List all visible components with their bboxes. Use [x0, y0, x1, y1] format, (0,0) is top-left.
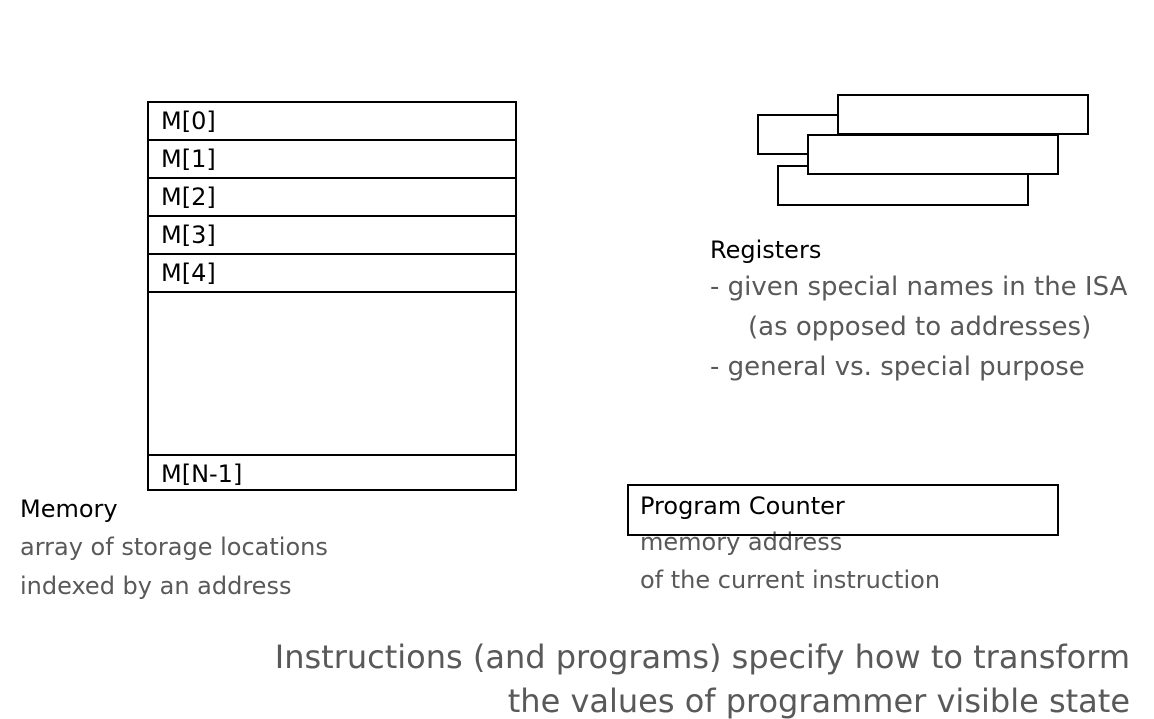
memory-cell: M[0] — [149, 103, 515, 141]
memory-cell: M[2] — [149, 179, 515, 217]
memory-cell: M[3] — [149, 217, 515, 255]
register-box — [837, 94, 1089, 135]
register-box — [807, 134, 1059, 175]
memory-array: M[0] M[1] M[2] M[3] M[4] M[N-1] — [147, 101, 517, 491]
statement-line: the values of programmer visible state — [507, 682, 1130, 719]
registers-note: - given special names in the ISA — [710, 272, 1128, 302]
registers-note: (as opposed to addresses) — [748, 312, 1092, 342]
program-counter-description-line: of the current instruction — [640, 566, 941, 594]
program-counter-description-line: memory address — [640, 528, 843, 556]
registers-title: Registers — [710, 236, 822, 264]
program-counter-label: Program Counter — [640, 492, 845, 520]
memory-cell: M[1] — [149, 141, 515, 179]
memory-cell-last: M[N-1] — [149, 454, 515, 491]
program-counter-box: Program Counter — [627, 484, 1059, 536]
memory-description-line: indexed by an address — [20, 572, 292, 600]
registers-note: - general vs. special purpose — [710, 352, 1085, 382]
memory-title: Memory — [20, 495, 118, 523]
statement-line: Instructions (and programs) specify how … — [274, 638, 1130, 676]
memory-cell: M[4] — [149, 255, 515, 293]
memory-description-line: array of storage locations — [20, 533, 328, 561]
